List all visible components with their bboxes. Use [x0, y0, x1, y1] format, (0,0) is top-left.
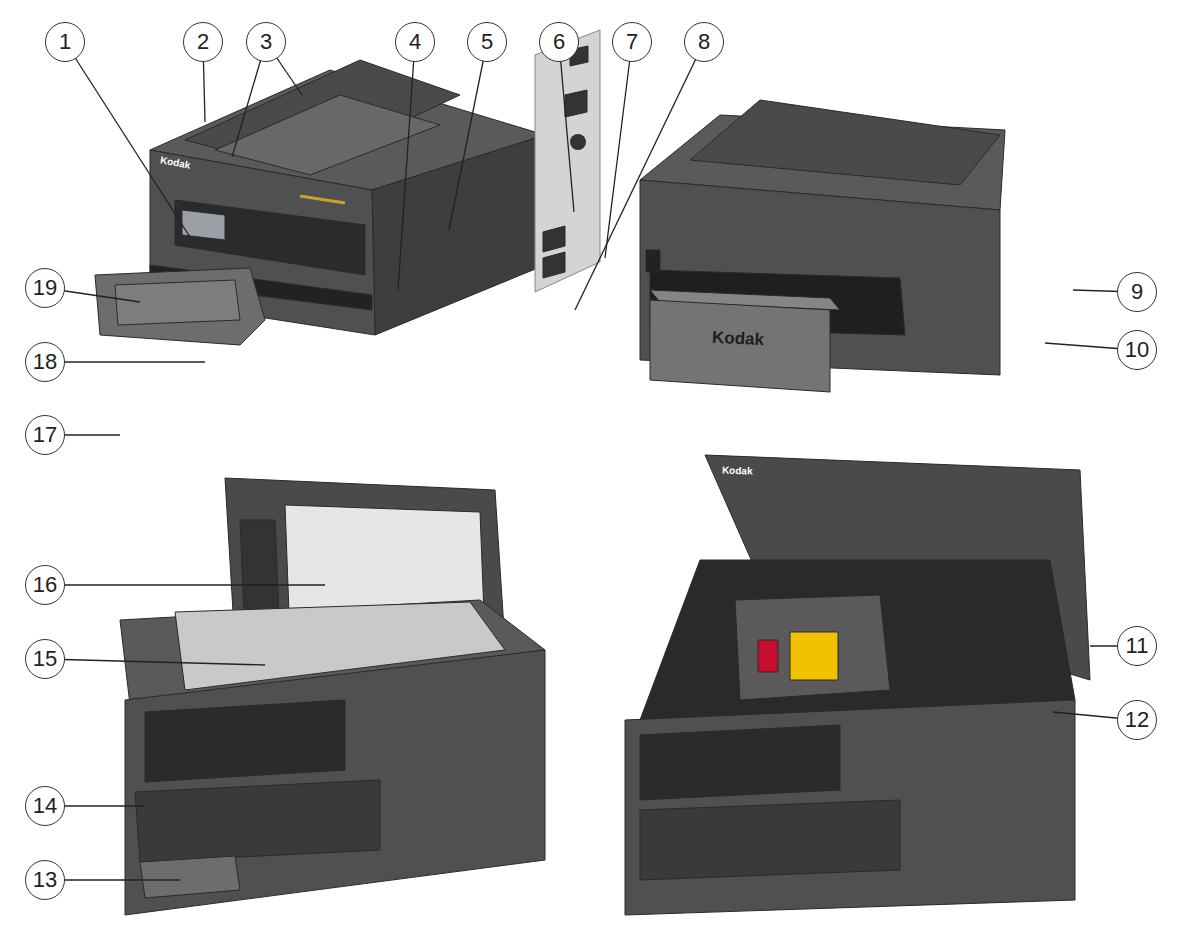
callout-circle: 14	[25, 786, 65, 826]
leader-line	[398, 42, 415, 290]
callout-number: 11	[1126, 635, 1149, 657]
callout-number: 17	[33, 424, 57, 446]
document-feeder	[690, 100, 1000, 185]
phone-port	[543, 226, 565, 252]
printer-interior	[640, 560, 1075, 720]
callout-number: 15	[33, 648, 57, 670]
callout-circle: 4	[395, 22, 435, 62]
accent-strip	[300, 196, 345, 203]
leader-line	[559, 42, 574, 212]
callout-number: 9	[1131, 281, 1143, 303]
callout-number: 13	[33, 869, 57, 891]
control-panel	[175, 200, 365, 275]
callout-circle: 6	[539, 22, 579, 62]
callout-circle: 12	[1117, 700, 1157, 740]
power-switch	[646, 250, 660, 272]
callout-number: 6	[553, 31, 565, 53]
output-tray	[640, 800, 900, 880]
leader-line	[45, 361, 205, 362]
callout-circle: 7	[612, 22, 652, 62]
callout-number: 7	[626, 31, 638, 53]
ink-cartridge	[790, 632, 838, 680]
phone-port	[543, 252, 565, 278]
paper-tray	[95, 268, 265, 345]
callout-number: 2	[197, 31, 209, 53]
brand-logo: Kodak	[722, 465, 753, 476]
leader-line	[45, 659, 265, 665]
leader-line	[65, 42, 190, 237]
printer-front	[625, 700, 1075, 915]
ink-cartridge	[758, 640, 778, 672]
leader-line	[449, 42, 487, 230]
callout-number: 8	[698, 31, 710, 53]
ethernet-port	[565, 90, 587, 117]
printhead-carriage	[735, 595, 890, 700]
callout-circle: 8	[684, 22, 724, 62]
callout-number: 5	[481, 31, 493, 53]
brand-logo: Kodak	[712, 329, 765, 349]
callout-circle: 9	[1117, 272, 1157, 312]
leader-line	[605, 42, 632, 258]
callout-circle: 18	[25, 342, 65, 382]
callout-circle: 3	[246, 22, 286, 62]
callout-circle: 11	[1117, 626, 1157, 666]
duplexer	[650, 300, 830, 392]
callout-number: 4	[409, 31, 421, 53]
callout-number: 12	[1125, 709, 1149, 731]
callout-circle: 19	[25, 268, 65, 308]
leader-line	[45, 584, 325, 585]
callout-circle: 16	[25, 565, 65, 605]
callout-circle: 2	[183, 22, 223, 62]
photo-tray	[115, 280, 240, 325]
leader-line	[45, 879, 180, 880]
port-panel	[535, 30, 600, 292]
printer-side	[372, 135, 545, 335]
callout-number: 19	[33, 277, 57, 299]
callout-circle: 10	[1117, 330, 1157, 370]
power-jack	[570, 134, 586, 150]
callout-number: 14	[33, 795, 57, 817]
callout-circle: 15	[25, 639, 65, 679]
callout-circle: 5	[467, 22, 507, 62]
callout-number: 1	[59, 31, 71, 53]
control-panel	[145, 700, 345, 782]
output-tray	[135, 780, 380, 862]
callout-number: 16	[33, 574, 57, 596]
leader-line	[575, 42, 704, 310]
tray-extension	[140, 856, 240, 898]
callout-circle: 13	[25, 860, 65, 900]
callout-number: 3	[260, 31, 272, 53]
callout-circle: 1	[45, 22, 85, 62]
callout-number: 10	[1125, 339, 1149, 361]
callout-circle: 17	[25, 415, 65, 455]
printer-front	[125, 650, 545, 915]
callout-number: 18	[33, 351, 57, 373]
control-panel	[640, 725, 840, 800]
